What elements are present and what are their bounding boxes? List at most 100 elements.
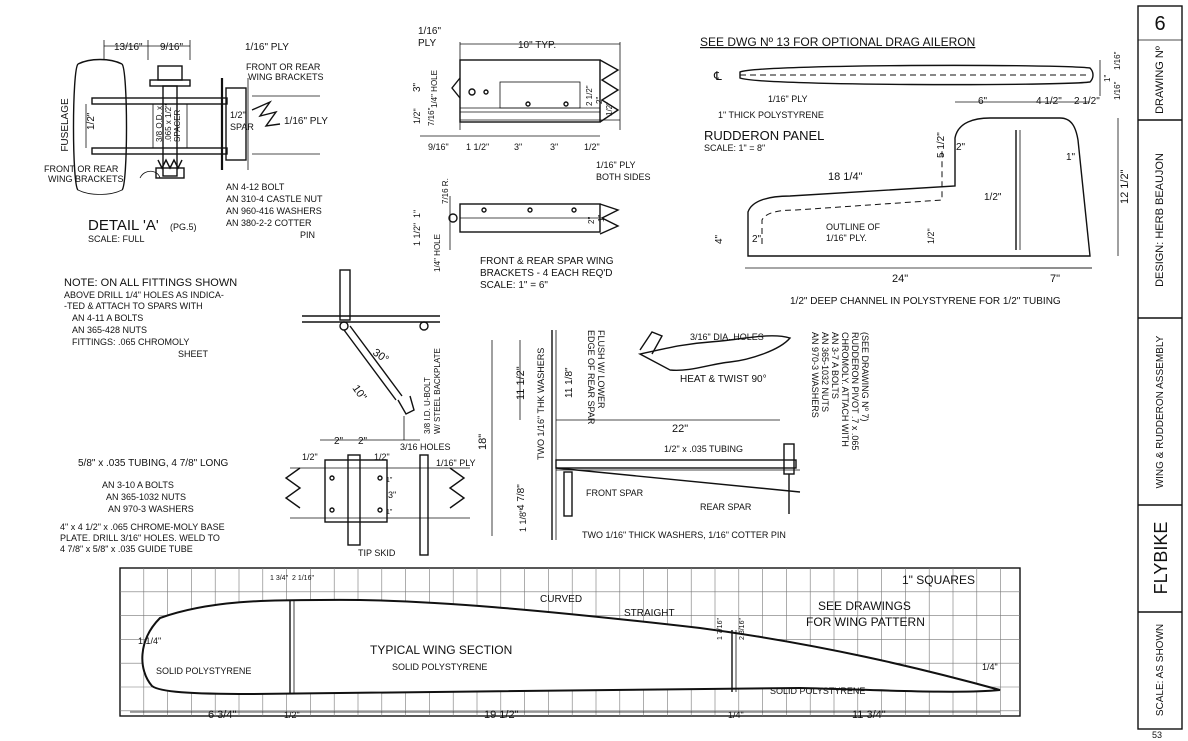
fuselage-label: FUSELAGE [60, 98, 71, 152]
pin-spec-2: PIN [300, 230, 315, 240]
poly-left: SOLID POLYSTYRENE [156, 666, 251, 676]
note-line: AN 4-11 A BOLTS [72, 313, 143, 323]
detail-a-scale: SCALE: FULL [88, 234, 145, 244]
dim-one: 1" [1103, 75, 1112, 82]
dim-1a: 1" [386, 477, 393, 484]
bottom-note: TWO 1/16" THICK WASHERS, 1/16" COTTER PI… [582, 530, 786, 540]
dim-mid-a: 1 7/16" [717, 618, 724, 640]
dim-1-half: 1 1/2" [466, 142, 489, 152]
dim-3: 3" [412, 82, 423, 92]
dim-1-eighth: 1 1/8" [518, 509, 528, 532]
brackets-label-top-2: WING BRACKETS [248, 72, 324, 82]
ply-both-sides: 1/16" PLY [596, 160, 636, 170]
dim-6q: 6 3/4" [208, 709, 236, 721]
strut-fitting: 30° 10" 3/8 I.D. U-BOLT W/ STEEL BACKPLA… [302, 269, 442, 440]
page-number: 53 [1152, 730, 1162, 740]
channel-note: 1/2" DEEP CHANNEL IN POLYSTYRENE FOR 1/2… [790, 296, 1061, 307]
dim-mid-b: 2 3/16" [739, 618, 746, 640]
outline-label-2: 1/16" PLY. [826, 233, 867, 243]
washer-spec: AN 960-416 WASHERS [226, 206, 322, 216]
design-credit: DESIGN: HERB BEAUJON [1154, 153, 1166, 287]
dim-3: 3" [388, 490, 396, 500]
dim-18-q: 18 1/4" [828, 171, 863, 183]
dim-1q: 1 1/4" [138, 636, 161, 646]
ply-top-label-2: PLY [418, 38, 436, 49]
ply-right-label: 1/16" PLY [284, 116, 328, 127]
dim-1-half-v: 1 1/2" [412, 223, 422, 246]
drawing-number: 6 [1154, 13, 1165, 35]
ply-label: 1/16" PLY [436, 458, 476, 468]
dim-1b: 1" [386, 509, 393, 516]
holes-label: 3/16" DIA. HOLES [690, 332, 764, 342]
see-drawings: SEE DRAWINGS [818, 599, 911, 613]
brackets-label-left: FRONT OR REAR [44, 164, 119, 174]
spacer-label-2: .065 x 1/2" [164, 104, 173, 142]
see-line: RUDDERON PIVOT .7 x .065 [850, 332, 860, 450]
note-line: -TED & ATTACH TO SPARS WITH [64, 301, 203, 311]
poly-label: 1" THICK POLYSTYRENE [718, 110, 824, 120]
dim-a: 2 1/2" [585, 85, 594, 106]
ply-both-sides-2: BOTH SIDES [596, 172, 651, 182]
see-line: AN 3-7 A BOLTS [830, 332, 840, 399]
dim-13-16: 13/16" [114, 42, 143, 53]
tubing-label: 1/2" x .035 TUBING [664, 444, 743, 454]
curved-label: CURVED [540, 594, 582, 605]
hole-label: 1/4" HOLE [430, 70, 439, 108]
flush-label-2: EDGE OF REAR SPAR [586, 330, 596, 425]
rudderon-attach: FLUSH W/ LOWER EDGE OF REAR SPAR TWO 1/1… [477, 330, 870, 540]
cl-symbol: ℄ [713, 69, 722, 83]
tip-skid-label: TIP SKID [358, 548, 396, 558]
fittings-note: NOTE: ON ALL FITTINGS SHOWN ABOVE DRILL … [64, 277, 237, 359]
dim-2-half: 2 1/2" [1074, 96, 1100, 107]
spar-brackets: 1/16" PLY 10" TYP. 1/4" HOLE 3" 1/2" 7/1… [412, 26, 651, 291]
plate-label-3: 4 7/8" x 5/8" x .035 GUIDE TUBE [60, 544, 193, 554]
drawing-label: DRAWING Nº [1154, 46, 1166, 114]
dim-3a: 3" [514, 142, 522, 152]
dim-11q: 11 3/4" [852, 709, 886, 721]
dim-b: 2" [595, 97, 604, 104]
dim-half-2: 1/2" [926, 228, 936, 244]
pin-spec: AN 380-2-2 COTTER [226, 218, 312, 228]
detail-a: 13/16" 9/16" 1/16" PLY FRONT OR REAR WIN… [44, 40, 328, 244]
tip-skid-plate: 2" 2" 3/16 HOLES 1/2" 1/2" 1/16" PLY 5/8… [60, 436, 476, 558]
poly-right: SOLID POLYSTYRENE [770, 686, 865, 696]
dim-3b: 3" [550, 142, 558, 152]
dim-7: 7" [1050, 273, 1060, 285]
poly-mid: SOLID POLYSTYRENE [392, 662, 487, 672]
brackets-label-left-2: WING BRACKETS [48, 174, 124, 184]
title-block: 6 DRAWING Nº DESIGN: HERB BEAUJON WING &… [1137, 5, 1183, 730]
dim-sixteenth: 1/16" [1113, 51, 1122, 70]
see-line: AN 365-1032 NUTS [820, 332, 830, 412]
squares-label: 1" SQUARES [902, 573, 975, 587]
dim-quarter-right: 1/4" [982, 662, 998, 672]
scale-label: SCALE: AS SHOWN [1155, 624, 1166, 716]
brackets-title-1: FRONT & REAR SPAR WING [480, 256, 614, 267]
dim-c: 1/2" [605, 102, 614, 116]
spar-dim: 1/2" [230, 110, 246, 120]
see-line: (SEE DRAWING Nº 7) [860, 332, 870, 421]
spacer-label-1: 3/8 O.D. x [155, 106, 164, 142]
ply-label: 1/16" PLY [245, 42, 289, 53]
dim-7-16: 7/16" [427, 107, 436, 126]
ubolt-label-2: W/ STEEL BACKPLATE [433, 348, 442, 434]
brackets-label-top: FRONT OR REAR [246, 62, 321, 72]
plate-label-1: 4" x 4 1/2" x .065 CHROME-MOLY BASE [60, 522, 225, 532]
see-dwg-note: SEE DWG Nº 13 FOR OPTIONAL DRAG AILERON [700, 35, 975, 49]
brackets-scale: SCALE: 1" = 6" [480, 280, 548, 291]
see-line: AN 970-3 WASHERS [810, 332, 820, 418]
dim-2: 2" [956, 142, 966, 153]
detail-a-ref: (PG.5) [170, 222, 197, 232]
assembly-title: WING & RUDDERON ASSEMBLY [1155, 335, 1166, 488]
dim-1: 1" [412, 210, 422, 218]
dim-24: 24" [892, 273, 908, 285]
dim-12-half: 12 1/2" [1119, 169, 1131, 204]
washers-two-label: TWO 1/16" THK WASHERS [536, 348, 546, 460]
dim-1: 1" [1066, 152, 1076, 163]
dim-half-b: 1/2" [584, 142, 600, 152]
dim-18: 18" [477, 434, 489, 450]
see-drawings-2: FOR WING PATTERN [806, 615, 925, 629]
dim-2v: 2" [587, 217, 596, 224]
plate-label-2: PLATE. DRILL 3/16" HOLES. WELD TO [60, 533, 220, 543]
dim-1qb: 1/4" [728, 710, 744, 720]
tubing-label: 5/8" x .035 TUBING, 4 7/8" LONG [78, 458, 229, 469]
